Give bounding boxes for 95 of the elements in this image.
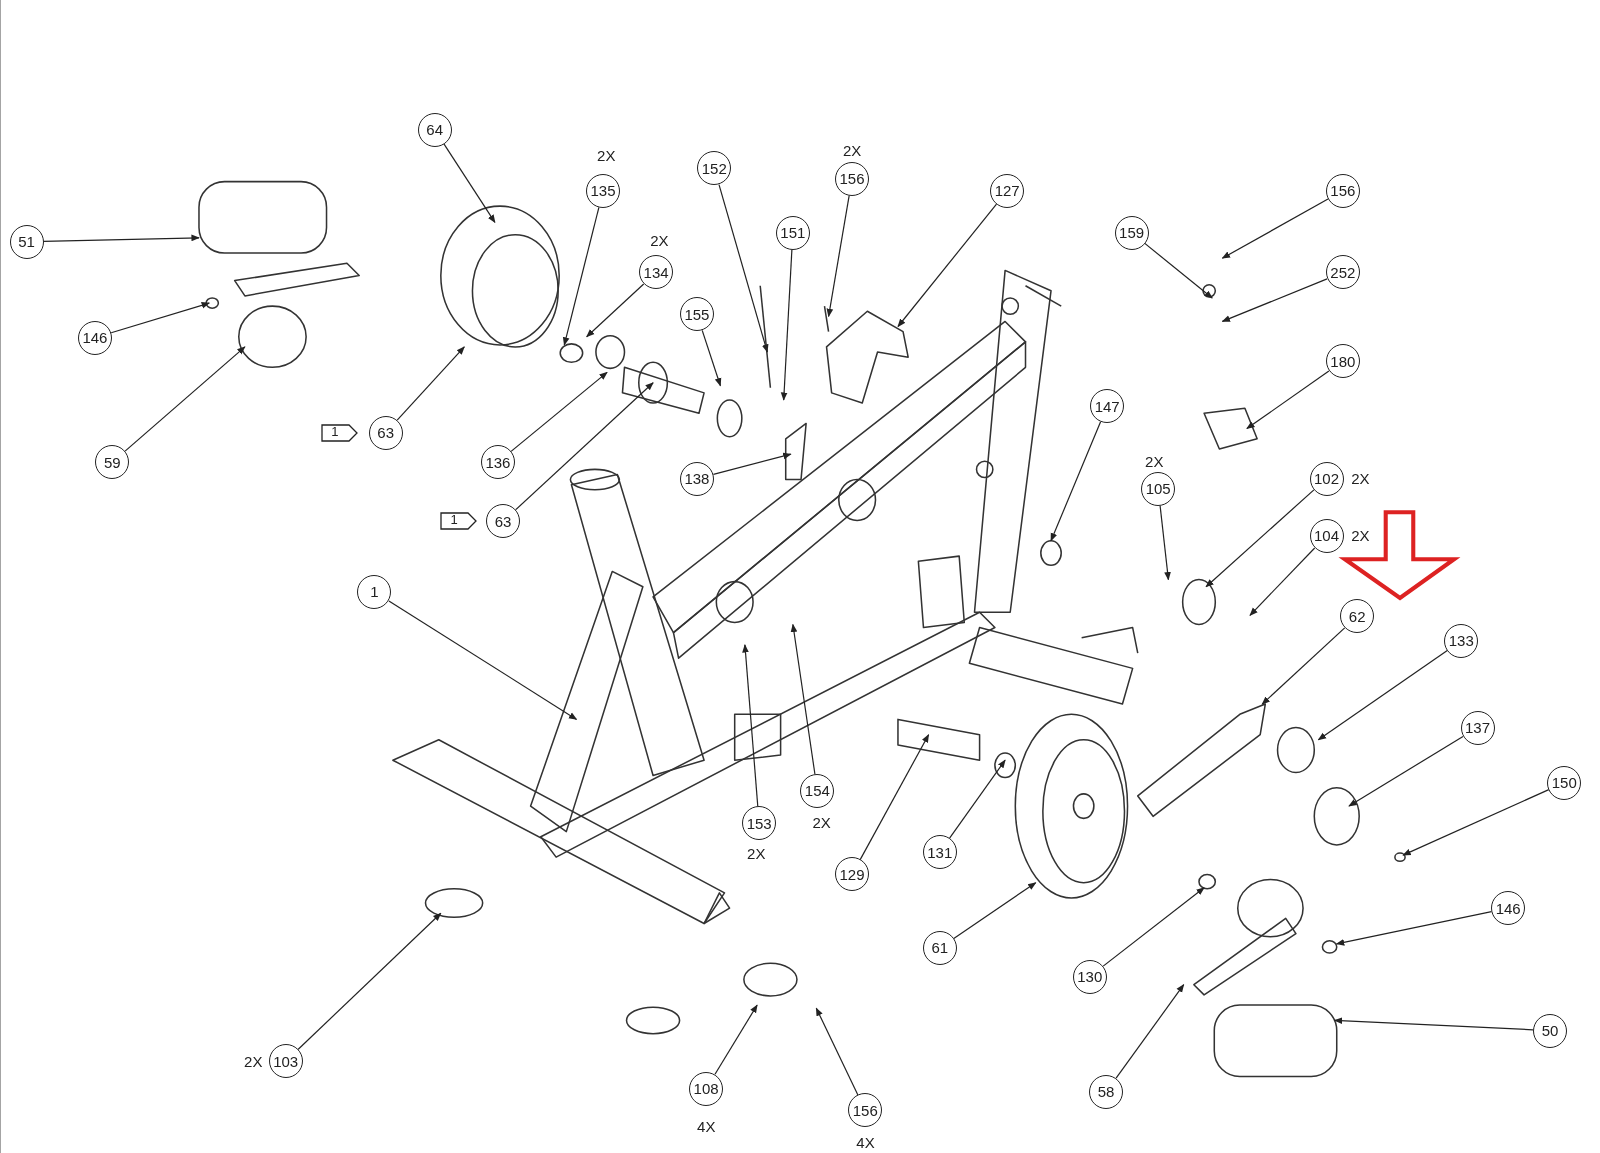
- leader-line: [1261, 627, 1346, 705]
- leader-line: [514, 382, 654, 511]
- leader-line: [815, 1007, 859, 1096]
- callout-number: 147: [1090, 389, 1125, 424]
- reference-tag: [440, 511, 479, 532]
- quantity-label: 2X: [1351, 527, 1370, 545]
- leader-line: [742, 644, 759, 808]
- callout-number: 134: [639, 255, 674, 290]
- callout-number: 105: [1141, 471, 1176, 506]
- tag-number: 1: [330, 423, 340, 439]
- quantity-label: 2X: [650, 232, 669, 250]
- callout-number: 58: [1089, 1074, 1124, 1109]
- callout-number: 252: [1325, 255, 1360, 290]
- callout-number: 137: [1460, 710, 1495, 745]
- callout-number: 150: [1547, 765, 1582, 800]
- leader-line: [1050, 421, 1102, 542]
- leader-line: [586, 283, 645, 338]
- leader-line: [388, 600, 578, 720]
- leader-line: [1402, 789, 1550, 856]
- quantity-label: 4X: [856, 1134, 875, 1152]
- callout-number: 104: [1309, 518, 1344, 553]
- quantity-label: 2X: [244, 1052, 263, 1070]
- callout-number: 61: [922, 930, 957, 965]
- callout-number: 129: [835, 857, 870, 892]
- tag-number: 1: [449, 512, 459, 528]
- callout-number: 59: [95, 445, 130, 480]
- callout-number: 136: [480, 445, 515, 480]
- leader-line: [1249, 547, 1316, 616]
- leader-line: [826, 194, 850, 318]
- leader-line: [1221, 198, 1329, 259]
- leader-line: [297, 912, 442, 1051]
- leader-line: [1115, 984, 1185, 1079]
- callout-number: 130: [1072, 959, 1107, 994]
- leader-line: [1333, 1017, 1534, 1031]
- leader-line: [443, 143, 496, 224]
- callout-number: 62: [1340, 599, 1375, 634]
- callout-number: 159: [1114, 215, 1149, 250]
- quantity-label: 2X: [1351, 470, 1370, 488]
- leader-line: [562, 206, 600, 346]
- leader-line: [42, 234, 200, 242]
- callout-number: 127: [990, 173, 1025, 208]
- leader-line: [780, 249, 793, 401]
- leader-line: [790, 623, 816, 775]
- callout-number: 131: [922, 835, 957, 870]
- quantity-label: 2X: [597, 146, 616, 164]
- callout-number: 1: [357, 574, 392, 609]
- quantity-label: 2X: [843, 141, 862, 159]
- quantity-label: 4X: [697, 1118, 716, 1135]
- callout-number: 180: [1325, 344, 1360, 379]
- leader-line: [1144, 242, 1213, 299]
- leader-line: [1159, 505, 1171, 581]
- leader-line: [1348, 735, 1464, 807]
- leader-line: [1221, 278, 1328, 322]
- leader-line: [1246, 370, 1330, 430]
- leader-line: [897, 203, 998, 328]
- leader-line: [124, 346, 246, 452]
- quantity-label: 2X: [1145, 452, 1164, 470]
- callout-number: 154: [800, 773, 835, 808]
- callout-number: 135: [586, 173, 621, 208]
- callout-number: 63: [486, 504, 521, 539]
- leader-line: [712, 452, 792, 475]
- callout-number: 138: [679, 461, 714, 496]
- callout-number: 103: [268, 1044, 303, 1079]
- leader-line: [1335, 911, 1493, 946]
- leader-line: [510, 371, 608, 452]
- callout-number: 146: [77, 320, 112, 355]
- callout-number: 151: [775, 215, 810, 250]
- callout-number: 63: [368, 415, 403, 450]
- callout-number: 108: [689, 1071, 724, 1106]
- callout-number: 146: [1491, 891, 1526, 926]
- callout-number: 51: [9, 224, 44, 259]
- reference-tag: [320, 422, 359, 443]
- callout-number: 50: [1533, 1013, 1567, 1048]
- callout-number: 155: [679, 297, 714, 332]
- callout-number: 156: [848, 1093, 883, 1128]
- callout-number: 156: [835, 161, 870, 196]
- leader-line: [1205, 489, 1315, 588]
- leader-line: [1102, 887, 1205, 967]
- quantity-label: 2X: [812, 813, 831, 831]
- callout-number: 102: [1309, 461, 1344, 496]
- leader-line: [396, 346, 465, 421]
- quantity-label: 2X: [747, 844, 766, 862]
- callout-number: 64: [417, 112, 452, 147]
- leader-line: [110, 302, 210, 334]
- callout-number: 153: [742, 806, 777, 841]
- leader-line: [949, 759, 1006, 839]
- leader-line: [718, 184, 769, 353]
- leader-line: [701, 329, 722, 387]
- callout-number: 133: [1444, 623, 1479, 658]
- callout-number: 152: [697, 151, 732, 186]
- leader-line: [714, 1004, 758, 1075]
- leader-line: [1317, 649, 1448, 741]
- leader-line: [953, 882, 1037, 939]
- leader-line: [859, 733, 930, 861]
- callout-number: 156: [1325, 173, 1360, 208]
